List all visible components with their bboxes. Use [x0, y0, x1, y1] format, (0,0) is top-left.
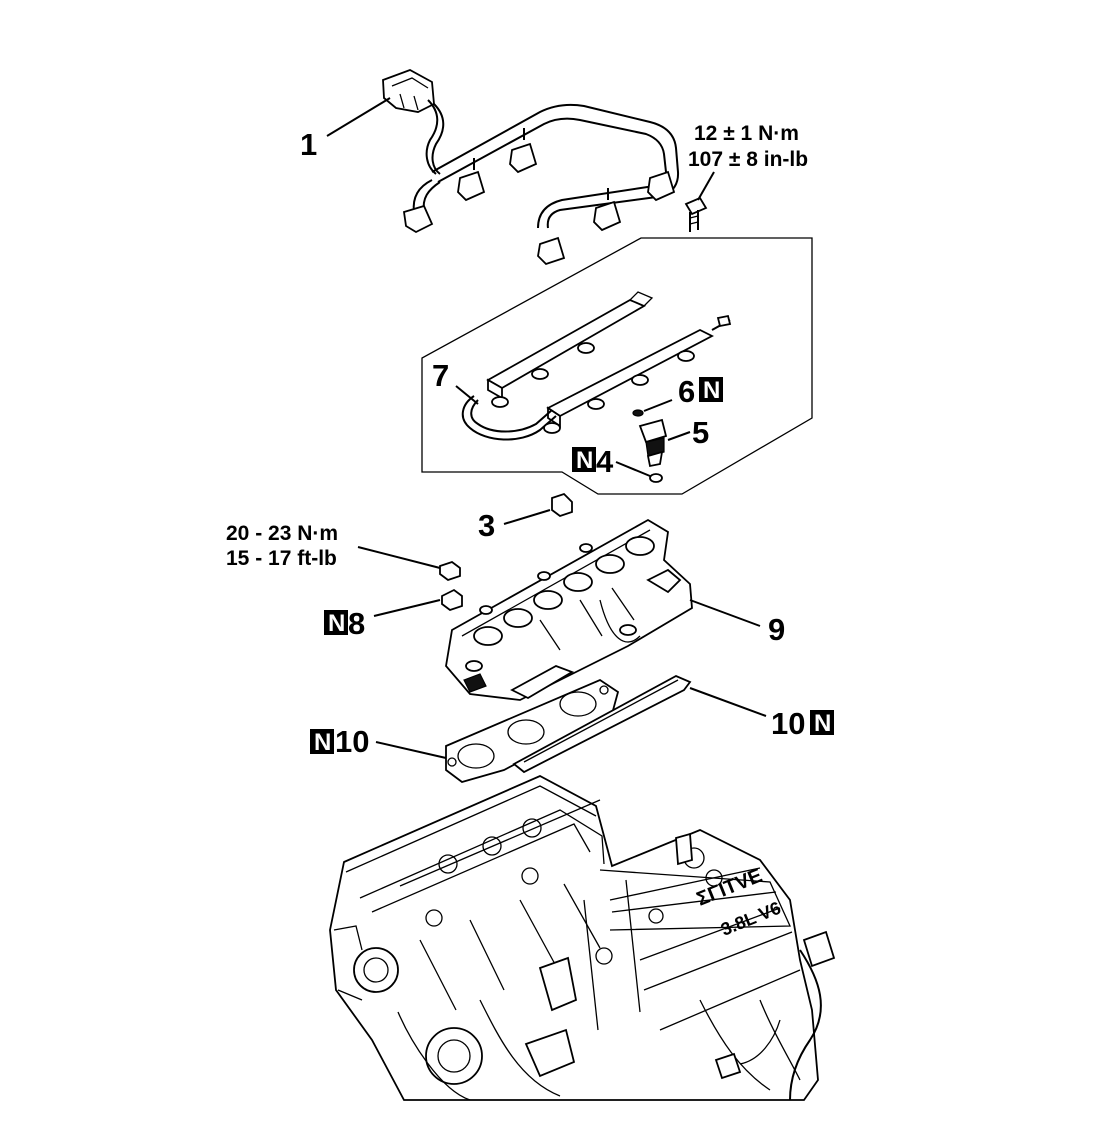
injector-harness [382, 69, 680, 266]
nut-torque-ftlb: 15 - 17 ft-lb [226, 547, 337, 570]
n-marker-10-left: N [314, 729, 331, 756]
n-marker-6: N [703, 377, 720, 404]
callout-9: 9 [768, 612, 785, 647]
leader-5 [667, 431, 691, 441]
fuel-rail-group-frame [421, 237, 813, 495]
upper-o-ring [632, 409, 644, 417]
new-part-marker-10-left: N [310, 729, 334, 756]
leader-nut-torque [357, 546, 441, 569]
fuel-rail-bolt [684, 196, 708, 232]
seal-8 [441, 588, 463, 612]
new-part-marker-6: N [699, 377, 723, 404]
n-marker-10-right: N [814, 710, 831, 737]
callout-1: 1 [300, 127, 317, 162]
callout-6: 6 [678, 374, 695, 409]
leader-6 [643, 399, 673, 412]
grommet [551, 492, 573, 518]
callout-5: 5 [692, 415, 709, 450]
leader-3 [503, 509, 551, 525]
leader-4 [615, 461, 651, 477]
n-marker-8: N [328, 610, 345, 637]
leader-10-right [689, 687, 767, 717]
manifold-gasket-right [512, 675, 692, 774]
lower-o-ring [649, 473, 663, 483]
bolt-torque-inlb: 107 ± 8 in-lb [688, 148, 808, 171]
callout-3: 3 [478, 508, 495, 543]
leader-bolt-torque [697, 171, 715, 201]
leader-10-left [375, 741, 447, 759]
bolt-torque-nm: 12 ± 1 N·m [694, 122, 799, 145]
fuel-injector [638, 418, 668, 468]
n-marker-4: N [576, 447, 593, 474]
manifold-nut [439, 560, 461, 582]
new-part-marker-4: N [572, 447, 596, 474]
intake-manifold [445, 518, 693, 701]
new-part-marker-8: N [324, 610, 348, 637]
fuel-rail [461, 291, 732, 441]
callout-10-right: 10 [771, 706, 805, 741]
engine-block: ΣΓΙΤVE 3.8L V6 [329, 774, 836, 1101]
callout-7: 7 [432, 358, 449, 393]
leader-8 [373, 599, 441, 617]
nut-torque-nm: 20 - 23 N·m [226, 522, 338, 545]
leader-7 [455, 385, 479, 405]
new-part-marker-10-right: N [810, 710, 834, 737]
leader-9 [689, 599, 761, 627]
callout-4: 4 [596, 444, 614, 479]
callout-10-left: 10 [335, 724, 369, 759]
callout-8: 8 [348, 606, 365, 641]
leader-1 [326, 97, 391, 137]
